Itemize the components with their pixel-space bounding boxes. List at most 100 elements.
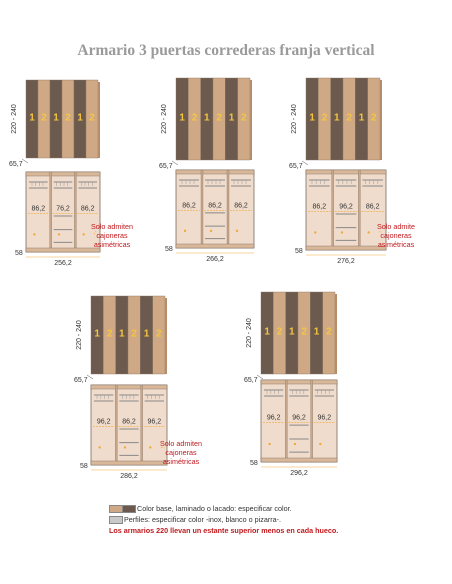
door-number: 1 [314,327,320,338]
total-width-label: 286,2 [120,473,138,480]
bottom-depth-label: 58 [165,246,173,253]
total-width-label: 266,2 [206,256,224,263]
door-number: 2 [65,113,71,124]
depth-tick [301,160,309,166]
door-shadow [335,294,337,374]
marker-dot [367,231,370,234]
depth-label: 65,7 [289,163,303,170]
height-label: 220 - 240 [11,104,18,134]
interior-frame [305,169,387,251]
door-number: 1 [229,113,235,124]
note-line: Solo admiten [160,439,202,448]
bottom-depth-label: 58 [15,250,23,257]
top-panel [90,384,168,390]
hueco-width-label: 96,2 [148,418,162,425]
base-plinth [175,243,255,249]
door-number: 2 [131,329,137,340]
swatch-base-color [109,505,123,513]
legend-shelf-note: Los armarios 220 llevan un estante super… [109,526,339,535]
depth-tick [21,158,29,164]
depth-tick [171,160,179,166]
marker-dot [149,446,152,449]
marker-dot [82,233,85,236]
note-line: asimétricas [94,240,131,249]
door-number: 1 [359,113,365,124]
door-number: 1 [94,329,100,340]
depth-label: 65,7 [74,377,88,384]
hueco-width-label: 96,2 [267,414,281,421]
door-number: 1 [334,113,340,124]
depth-label: 65,7 [9,161,23,168]
note-line: asimétricas [378,240,415,249]
door-shadow [165,298,167,374]
note-line: cajoneras [96,231,128,240]
column-divider [200,169,204,249]
door-number: 1 [204,113,210,124]
hueco-width-label: 86,2 [366,203,380,210]
column-divider [115,384,118,466]
marker-dot [340,231,344,234]
top-panel [305,169,387,175]
note-line: cajoneras [380,231,412,240]
door-number: 1 [119,329,125,340]
top-panel [175,169,255,175]
legend-base-color: Color base, laminado o lacado: especific… [137,504,292,513]
height-label: 220 - 240 [161,104,168,134]
door-number: 1 [289,327,295,338]
interior-view: 96,2 86,2 96,2 [90,384,168,466]
hueco-width-label: 86,2 [313,203,327,210]
door-number: 2 [216,113,222,124]
legend-profile-color: Perfiles: especificar color -inox, blanc… [124,515,281,524]
height-label: 220 - 240 [291,104,298,134]
column-divider [140,384,143,466]
note-leader [160,447,166,449]
marker-dot [123,446,127,449]
door-number: 2 [301,327,307,338]
depth-tick [86,374,94,380]
door-number: 2 [277,327,283,338]
column-divider [49,171,52,253]
total-width-label: 276,2 [337,258,355,265]
column-divider [285,379,288,463]
column-divider [331,169,334,251]
marker-dot [98,446,101,449]
door-number: 2 [326,327,332,338]
depth-label: 65,7 [159,163,173,170]
hueco-width-label: 86,2 [32,205,46,212]
door-number: 1 [264,327,270,338]
top-panel [25,171,101,177]
top-panel [260,379,338,385]
base-plinth [260,457,338,463]
depth-tick [256,374,264,380]
hueco-width-label: 86,2 [208,202,222,209]
door-number: 2 [346,113,352,124]
column-divider [226,169,230,249]
door-number: 2 [156,329,162,340]
door-number: 1 [77,113,83,124]
door-shadow [98,82,100,158]
marker-dot [33,233,36,236]
interior-frame [25,171,101,253]
marker-dot [268,442,271,446]
column-divider [74,171,77,253]
marker-dot [209,229,213,233]
door-shadow [250,80,252,160]
door-number: 2 [89,113,95,124]
door-number: 1 [29,113,35,124]
hueco-width-label: 86,2 [122,418,136,425]
hueco-width-label: 86,2 [182,202,196,209]
marker-dot [183,229,187,233]
bottom-depth-label: 58 [295,248,303,255]
hueco-width-label: 96,2 [97,418,111,425]
note-line: Solo admite [377,222,415,231]
height-label: 220 - 240 [76,320,83,350]
hueco-width-label: 76,2 [56,205,70,212]
column-divider [310,379,313,463]
marker-dot [57,233,61,236]
